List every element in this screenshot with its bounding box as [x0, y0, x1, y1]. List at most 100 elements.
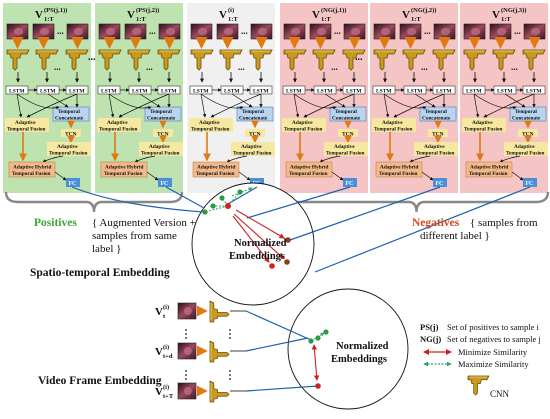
cnn-body	[209, 340, 230, 363]
frames-ellipsis: ...	[149, 26, 156, 36]
panel-label-main: V	[127, 9, 135, 21]
cnn-body	[98, 49, 122, 71]
lstm-label: LSTM	[436, 89, 452, 95]
cnn-icon	[522, 49, 546, 71]
lstm-to-fusion-arrow	[383, 93, 390, 118]
cnn-body	[249, 49, 273, 71]
lstm-to-concat-arrow	[47, 93, 69, 108]
fc-label: FC	[436, 181, 444, 187]
cnn-body	[35, 49, 59, 71]
cnn-ellipsis: ...	[146, 62, 153, 72]
positives-keyword: Positives	[34, 217, 77, 229]
spatio-temporal-title: Spatio-temporal Embedding	[30, 267, 170, 279]
cnn-icon	[6, 49, 30, 71]
frame-highlight	[223, 27, 234, 36]
lstm-label: LSTM	[317, 89, 333, 95]
lstm-label: LSTM	[101, 89, 117, 95]
panel-frame-2	[216, 23, 239, 40]
panel-label-sub: 1:T	[136, 16, 146, 23]
frame-label-main: V	[155, 386, 163, 398]
cnn-ellipsis: ...	[421, 62, 428, 72]
frame-highlight	[131, 27, 142, 36]
lstm-to-fusion-arrow	[16, 93, 23, 118]
panel-frame-1	[283, 23, 306, 40]
panel-frame-3	[66, 23, 89, 40]
frame-label-sub: t+d	[163, 353, 173, 360]
panel-frame-1	[98, 23, 121, 40]
legend-minimize: Minimize Similarity	[458, 347, 528, 357]
lstm-label: LSTM	[193, 89, 209, 95]
cnn-icon	[65, 49, 89, 71]
fc-label: FC	[161, 181, 169, 187]
frame-highlight	[183, 387, 192, 395]
cnn-icon	[463, 49, 487, 71]
frame-highlight	[257, 27, 268, 36]
input-frame	[177, 382, 197, 400]
panel-label-main: V	[312, 9, 320, 21]
panel-label-main: V	[35, 9, 43, 21]
frame-highlight	[105, 27, 116, 36]
embedding-projection-line	[165, 186, 205, 209]
adaptive-fusion-box	[5, 118, 49, 132]
anchor-embedding-point	[225, 203, 231, 209]
panel-frame-3	[523, 23, 546, 40]
fc-box	[433, 178, 447, 187]
maximize-link	[227, 191, 241, 207]
frame-label-sup: (i)	[163, 304, 169, 311]
temporal-concat-label-1: Temporal	[150, 109, 172, 115]
cnn-icon	[249, 49, 273, 71]
embedding-2-line-1: Normalized	[336, 341, 389, 352]
panel-label-main: V	[402, 9, 410, 21]
lstm-label: LSTM	[40, 89, 56, 95]
cnn-body	[157, 49, 181, 71]
cnn-body	[467, 375, 490, 396]
video-frame-embedding: V(i)tV(i)t+dV(i)t+T	[155, 288, 409, 410]
spatio-temporal-embedding-space	[71, 182, 531, 306]
cnn-ellipsis: ...	[331, 62, 338, 72]
fc-box	[523, 178, 537, 187]
embedding-projection-line	[314, 186, 531, 273]
cnn-body	[190, 49, 214, 71]
ellipsis-dot	[185, 329, 187, 331]
legend-ng-text: Set of negatives to sample j	[447, 334, 541, 344]
temporal-concat-label-1: Temporal	[335, 109, 357, 115]
frame-label-sub: t+T	[163, 393, 174, 400]
cnn-icon	[467, 375, 490, 396]
adaptive-fusion-2-label-1: Adaptive	[424, 144, 445, 150]
embedding-projection-line	[289, 186, 441, 241]
panel-label-sup: (NG(j,3))	[501, 7, 526, 14]
lstm-label: LSTM	[132, 89, 148, 95]
lstm-label: LSTM	[69, 89, 85, 95]
embedding-projection-line	[245, 310, 312, 341]
adaptive-fusion-box	[97, 118, 141, 132]
frame-highlight	[39, 27, 50, 36]
positives-text-2: samples from same	[92, 230, 177, 242]
positives-text-3: label }	[92, 243, 121, 255]
minimize-arrow	[232, 215, 270, 263]
lstm-to-fusion-arrow	[473, 93, 480, 118]
tcn-label: TCN	[432, 132, 444, 138]
lstm-to-fusion-arrow	[293, 93, 300, 118]
adaptive-hybrid-box	[285, 161, 333, 178]
adaptive-fusion-2-label-2: Temporal Fusion	[233, 151, 272, 157]
adaptive-hybrid-label-2: Temporal Fusion	[379, 171, 418, 177]
adaptive-fusion-2-label-1: Adaptive	[514, 144, 535, 150]
positive-embedding-point	[210, 203, 216, 209]
panel-frame-1	[190, 23, 213, 40]
panel-label-sub: 1:T	[501, 16, 511, 23]
lstm-to-fusion-arrow	[26, 93, 78, 118]
adaptive-hybrid-label-2: Temporal Fusion	[196, 171, 235, 177]
cnn-ellipsis: ...	[54, 62, 61, 72]
cnn-icon	[209, 340, 230, 363]
cnn-icon	[127, 49, 151, 71]
panel-frame-3	[433, 23, 456, 40]
tcn-label: TCN	[249, 132, 261, 138]
frame-highlight	[496, 27, 507, 36]
frame-label-main: V	[155, 306, 163, 318]
lstm-to-fusion-arrow	[483, 93, 535, 118]
panel-label-sup: (PS(j,1))	[44, 7, 67, 14]
minimize-arrow	[235, 209, 285, 239]
ellipsis-dot	[185, 337, 187, 339]
